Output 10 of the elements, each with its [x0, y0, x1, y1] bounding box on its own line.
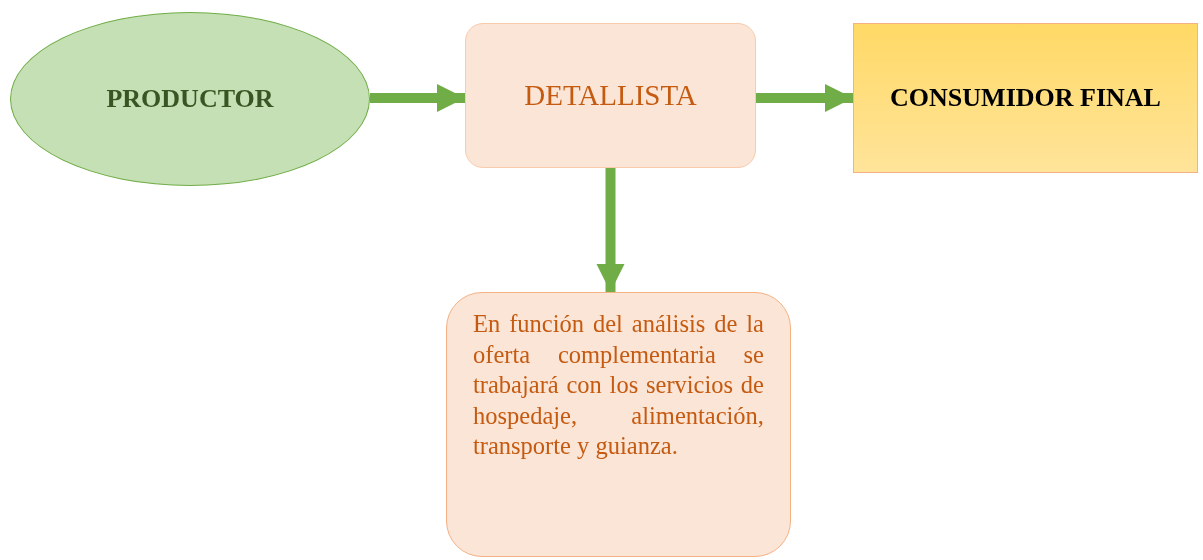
arrow — [370, 84, 465, 112]
node-label: CONSUMIDOR FINAL — [890, 83, 1161, 113]
node-label: DETALLISTA — [524, 79, 697, 112]
arrow — [596, 168, 625, 292]
process-box — [853, 23, 1198, 173]
note-box — [446, 292, 791, 557]
arrow — [756, 84, 853, 112]
node-label: En función del análisis de la oferta complementaria se trabajará con los servicios de hospedaje, alimentación, transporte y guianza. — [473, 309, 764, 461]
node-label: PRODUCTOR — [106, 84, 274, 114]
process-box — [465, 23, 756, 168]
